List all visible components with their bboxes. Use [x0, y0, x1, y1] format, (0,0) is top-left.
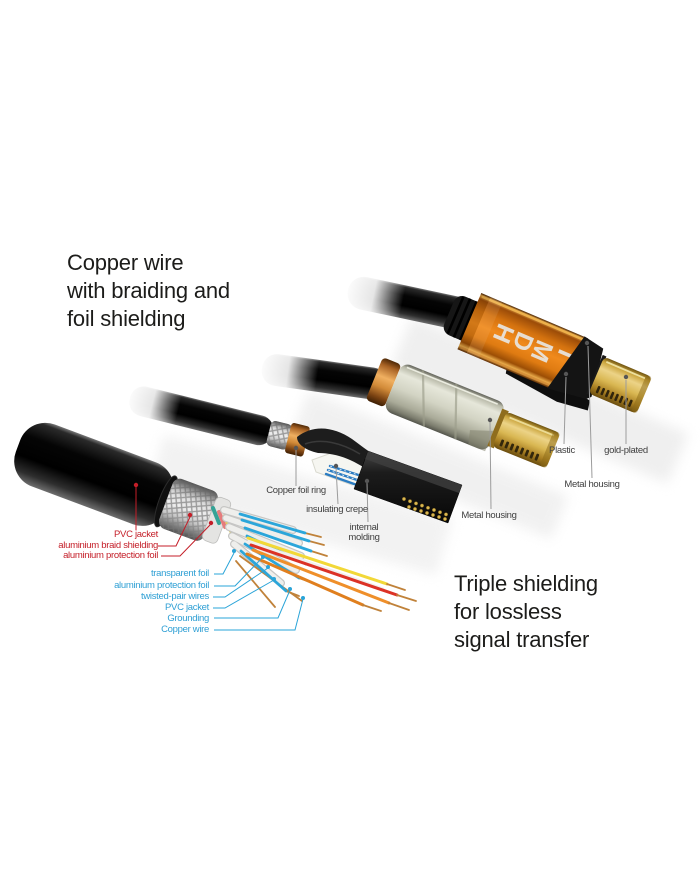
heading-left-line-3: foil shielding [67, 306, 186, 331]
leader-lines-gray [295, 345, 627, 523]
cable-2-connector [366, 358, 560, 468]
stripped-cable [14, 422, 232, 544]
label-transparent-foil: transparent foil [150, 568, 209, 579]
molding-gold-pins [402, 497, 448, 521]
leader-lines-red [135, 487, 211, 557]
label-aluminium-braid-shielding: aluminium braid shielding [58, 540, 158, 551]
gold-tip-1 [590, 358, 651, 413]
label-metal-housing-right: Metal housing [564, 479, 620, 490]
label-pvc-jacket-inner: PVC jacket [165, 602, 209, 613]
label-metal-housing-middle: Metal housing [461, 510, 517, 521]
label-aluminium-protection-foil-outer: aluminium protection foil [63, 550, 158, 561]
orange-metal-housing [457, 293, 590, 389]
label-aluminium-protection-foil-inner: aluminium protection foil [114, 580, 209, 591]
leader-lines-blue [213, 552, 304, 631]
inner-wire-bundle [245, 536, 399, 607]
opened-jacket-flap [297, 428, 385, 475]
label-insulating-crepe: insulating crepe [306, 504, 368, 515]
label-twisted-pair-wires: twisted-pair wires [141, 591, 209, 602]
heading-right: Triple shielding for lossless signal tra… [454, 570, 598, 654]
heading-left: Copper wire with braiding and foil shiel… [67, 249, 230, 333]
drop-shadows [147, 316, 689, 576]
pins-1 [595, 385, 633, 407]
label-copper-foil-ring: Copper foil ring [266, 485, 326, 496]
heading-left-line-2: with braiding and [67, 278, 230, 303]
label-internal-molding: internal molding [348, 522, 380, 543]
label-pvc-jacket-outer: PVC jacket [114, 529, 158, 540]
label-grounding: Grounding [167, 613, 209, 624]
leader-dots-gray [293, 340, 629, 484]
heading-right-line-3: signal transfer [454, 627, 590, 652]
cable-1-connector: HDMI [443, 293, 652, 413]
copper-foil-ring-3 [285, 423, 310, 457]
heading-right-line-2: for lossless [454, 599, 562, 624]
cable-2-jacket [255, 349, 388, 400]
metal-housing-inner [385, 364, 504, 450]
cable-3-jacket [122, 380, 310, 457]
leader-dots-red [133, 482, 214, 526]
label-plastic: Plastic [549, 445, 575, 456]
wire-fan [220, 506, 417, 612]
cable-1-jacket [340, 271, 472, 330]
pins-2 [499, 439, 540, 461]
label-gold-plated: gold-plated [604, 445, 648, 456]
pvc-jacket [14, 422, 174, 526]
copper-foil-ring-2 [366, 358, 401, 407]
gold-tip-2 [493, 412, 559, 467]
leader-dots-blue [232, 549, 305, 600]
heading-right-line-1: Triple shielding [454, 571, 598, 596]
heading-left-line-1: Copper wire [67, 250, 184, 275]
internal-molding-body [353, 450, 463, 524]
label-copper-wire: Copper wire [161, 624, 209, 635]
